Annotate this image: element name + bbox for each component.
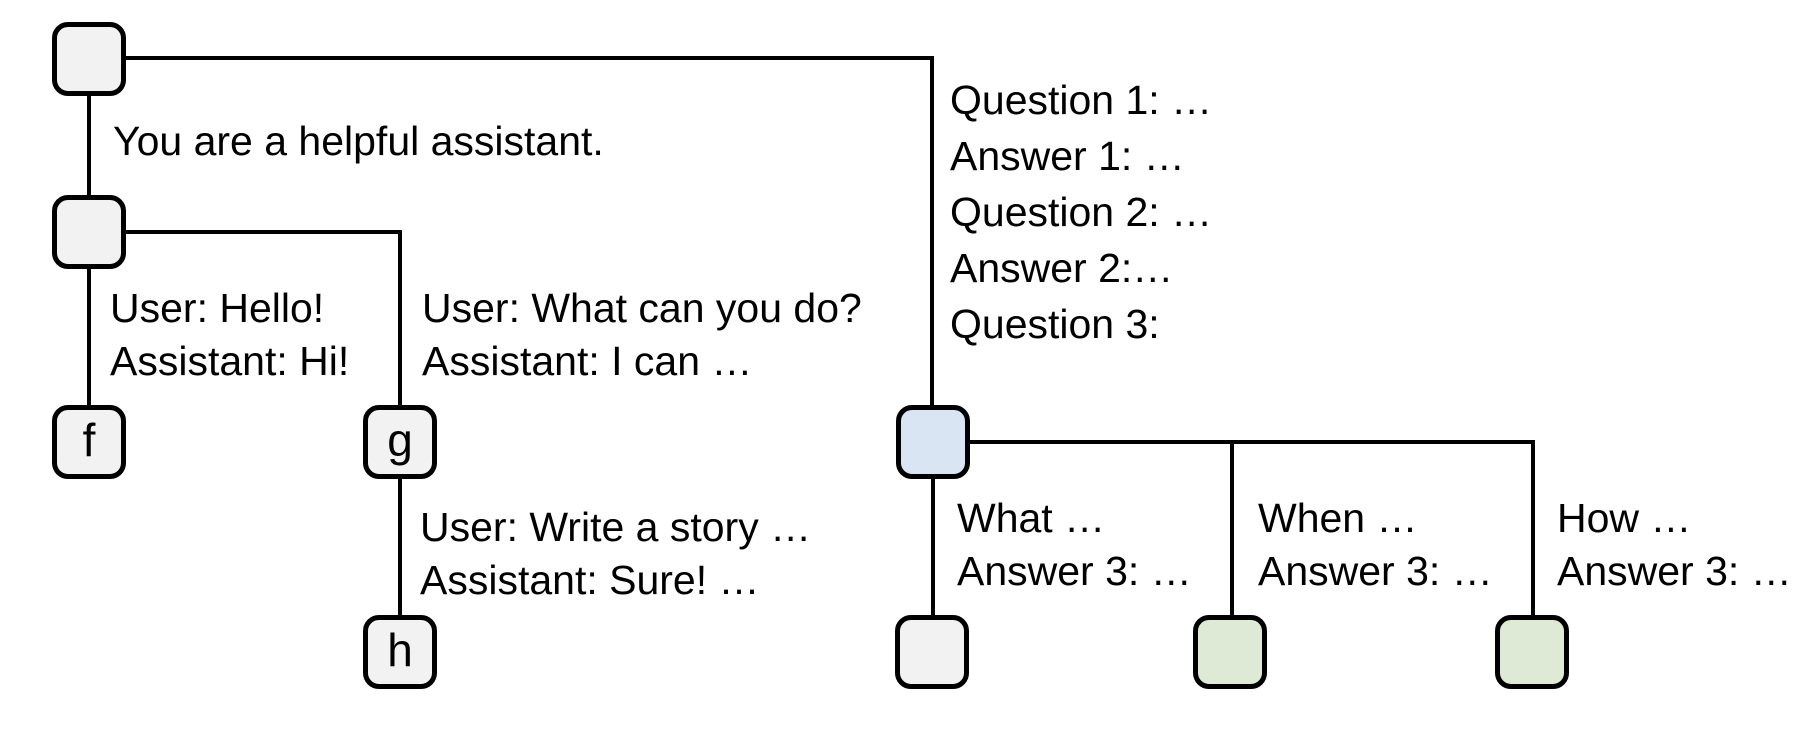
edge-label-line: When … xyxy=(1258,495,1418,541)
tree-node-h: h xyxy=(363,615,437,689)
edge-label-what-can-you-do: User: What can you do? Assistant: I can … xyxy=(422,282,862,388)
edge-label-line: Assistant: I can … xyxy=(422,338,753,384)
tree-node-g: g xyxy=(363,405,437,479)
edge-label-line: Answer 2:… xyxy=(950,245,1174,291)
edge-label-branch-when: When … Answer 3: … xyxy=(1258,492,1493,598)
edge-qa-to-how-leaf xyxy=(966,440,1535,620)
edge-label-line: User: Hello! xyxy=(110,285,325,331)
tree-node-what-leaf xyxy=(895,615,969,689)
edge-label-line: Question 1: … xyxy=(950,77,1213,123)
edge-label-line: What … xyxy=(957,495,1106,541)
edge-label-qa-history: Question 1: … Answer 1: … Question 2: … … xyxy=(950,72,1212,352)
edge-label-line: Answer 1: … xyxy=(950,133,1185,179)
tree-node-after-system-prompt xyxy=(52,195,126,269)
tree-node-when-leaf xyxy=(1193,615,1267,689)
edge-label-hello: User: Hello! Assistant: Hi! xyxy=(110,282,349,388)
tree-node-f: f xyxy=(52,405,126,479)
edge-label-line: Assistant: Hi! xyxy=(110,338,350,384)
tree-node-how-leaf xyxy=(1495,615,1569,689)
edge-label-line: User: What can you do? xyxy=(422,285,862,331)
edge-label-line: How … xyxy=(1557,495,1692,541)
edge-label-line: User: Write a story … xyxy=(420,504,812,550)
edge-label-line: Question 3: xyxy=(950,301,1160,347)
edge-label-line: Answer 3: … xyxy=(1557,548,1792,594)
edge-label-write-story: User: Write a story … Assistant: Sure! … xyxy=(420,501,811,607)
edge-label-branch-how: How … Answer 3: … xyxy=(1557,492,1792,598)
edge-root-to-qa-node xyxy=(120,56,934,410)
edge-label-line: Assistant: Sure! … xyxy=(420,557,760,603)
tree-node-qa-blue xyxy=(896,405,970,479)
edge-label-system-prompt: You are a helpful assistant. xyxy=(113,118,604,164)
edge-system-to-g xyxy=(120,230,402,410)
edge-label-line: Question 2: … xyxy=(950,189,1213,235)
edge-label-line: Answer 3: … xyxy=(957,548,1192,594)
edge-label-line: Answer 3: … xyxy=(1258,548,1493,594)
tree-node-root xyxy=(52,22,126,96)
edge-label-branch-what: What … Answer 3: … xyxy=(957,492,1192,598)
